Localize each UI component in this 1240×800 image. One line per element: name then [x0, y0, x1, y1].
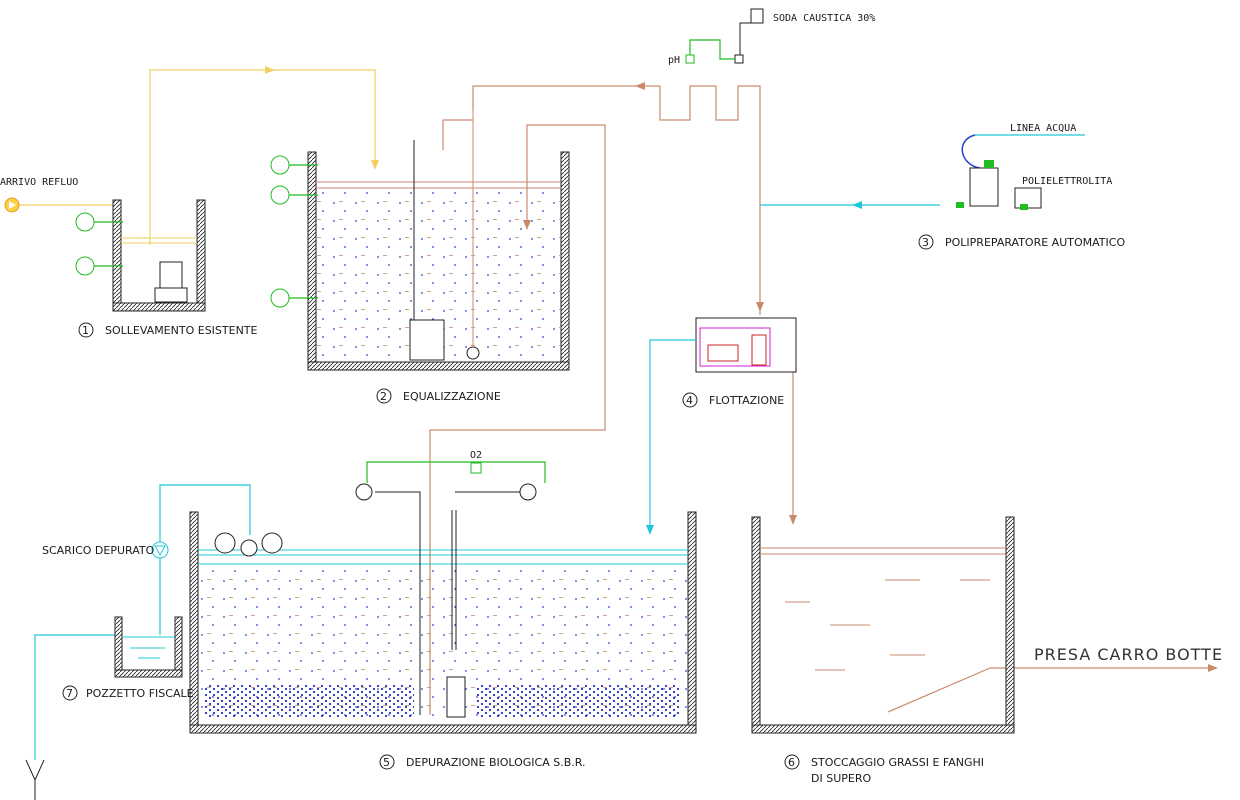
- clarified-line: [649, 339, 696, 530]
- tank-6-storage: [751, 516, 1015, 734]
- unit-5-number: 5: [383, 756, 390, 769]
- tank-1-level-switches: [75, 212, 123, 276]
- influent-pump-icon: [4, 197, 20, 213]
- discharge-line: [25, 484, 251, 800]
- tank-2-equalization: [307, 110, 570, 371]
- unit-2-label: EQUALIZZAZIONE: [403, 390, 501, 403]
- blowers: [355, 461, 546, 715]
- polyelectrolyte-label: POLIELETTROLITA: [1022, 176, 1112, 187]
- influent-label: ARRIVO REFLUO: [0, 177, 78, 188]
- tank-2-level-switches: [270, 155, 318, 308]
- tank-1-lifting: [112, 199, 206, 312]
- unit-7-number: 7: [66, 687, 73, 700]
- o2-label: O2: [470, 450, 482, 461]
- unit-4-number: 4: [686, 394, 693, 407]
- unit-3-label: POLIPREPARATORE AUTOMATICO: [945, 236, 1125, 249]
- unit-6-label: STOCCAGGIO GRASSI E FANGHI: [811, 756, 984, 769]
- influent-line: [18, 66, 379, 245]
- tank-7-inspection: [114, 616, 183, 678]
- tanker-intake-label: PRESA CARRO BOTTE: [1034, 645, 1223, 664]
- soda-label: SODA CAUSTICA 30%: [773, 13, 875, 24]
- unit-6-number: 6: [788, 756, 795, 769]
- flotation-unit: [695, 317, 797, 373]
- ph-label: pH: [668, 55, 680, 66]
- unit-3-number: 3: [922, 236, 929, 249]
- unit-2-number: 2: [380, 390, 387, 403]
- unit-7-label: POZZETTO FISCALE: [86, 687, 194, 700]
- polyprep-unit: [760, 134, 1085, 210]
- unit-1-number: 1: [82, 324, 89, 337]
- unit-1-label: SOLLEVAMENTO ESISTENTE: [105, 324, 258, 337]
- unit-5-label: DEPURAZIONE BIOLOGICA S.B.R.: [406, 756, 586, 769]
- floating-decanter: [214, 532, 283, 557]
- tank-5-sbr: [189, 510, 697, 734]
- sludge-lines: [429, 82, 1218, 715]
- water-line-label: LINEA ACQUA: [1010, 123, 1076, 134]
- discharge-label: SCARICO DEPURATO: [42, 544, 155, 557]
- unit-6-label-line2: DI SUPERO: [811, 772, 871, 785]
- unit-4-label: FLOTTAZIONE: [709, 394, 784, 407]
- soda-dosing: [685, 8, 764, 64]
